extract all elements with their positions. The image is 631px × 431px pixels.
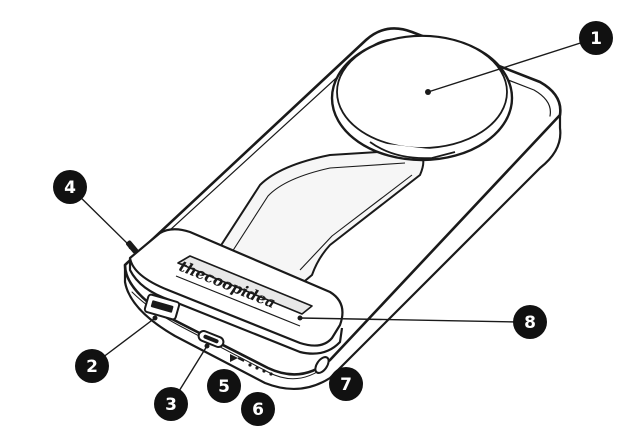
- callout-number-6: 6: [252, 400, 264, 420]
- callout-badge-7: 7: [329, 367, 363, 401]
- usb-c-port: [197, 330, 225, 348]
- leader-anchor-3: [204, 343, 210, 349]
- hinge-slot-line: [175, 275, 301, 327]
- leader-anchor-1: [425, 89, 431, 95]
- power-indicator-icon: [230, 354, 245, 362]
- leader-line-8: [299, 317, 521, 323]
- callout-number-2: 2: [86, 357, 98, 377]
- callout-number-8: 8: [524, 313, 536, 333]
- callout-badge-2: 2: [75, 349, 109, 383]
- leader-anchors: [128, 89, 431, 349]
- callout-badge-1: 1: [579, 21, 613, 55]
- leader-anchor-2: [152, 315, 158, 321]
- callout-badge-5: 5: [207, 369, 241, 403]
- callout-number-1: 1: [590, 29, 602, 49]
- callout-badge-4: 4: [53, 170, 87, 204]
- leader-anchor-4: [128, 244, 134, 250]
- leader-anchor-8: [297, 315, 303, 321]
- lanyard-hole: [314, 356, 330, 374]
- callout-number-3: 3: [165, 395, 177, 415]
- battery-led: [262, 369, 266, 373]
- battery-led: [269, 372, 273, 376]
- callout-number-5: 5: [218, 377, 230, 397]
- callout-number-7: 7: [340, 375, 352, 395]
- callout-badge-3: 3: [154, 387, 188, 421]
- callout-badge-6: 6: [241, 392, 275, 426]
- kickstand-hinge: [177, 255, 313, 315]
- usb-a-port: [143, 293, 181, 321]
- magnetic-wireless-charging-pad: [330, 34, 514, 162]
- kickstand-base: [128, 228, 344, 355]
- leader-line-1: [427, 37, 597, 93]
- pad-neck: [369, 141, 456, 160]
- kickstand-arm-inner-2: [299, 174, 413, 271]
- battery-led: [255, 366, 259, 370]
- battery-led: [248, 363, 252, 367]
- callout-badge-8: 8: [513, 305, 547, 339]
- battery-level-leds: [248, 363, 273, 376]
- callout-number-4: 4: [64, 178, 76, 198]
- kickstand-arm-inner: [231, 162, 406, 253]
